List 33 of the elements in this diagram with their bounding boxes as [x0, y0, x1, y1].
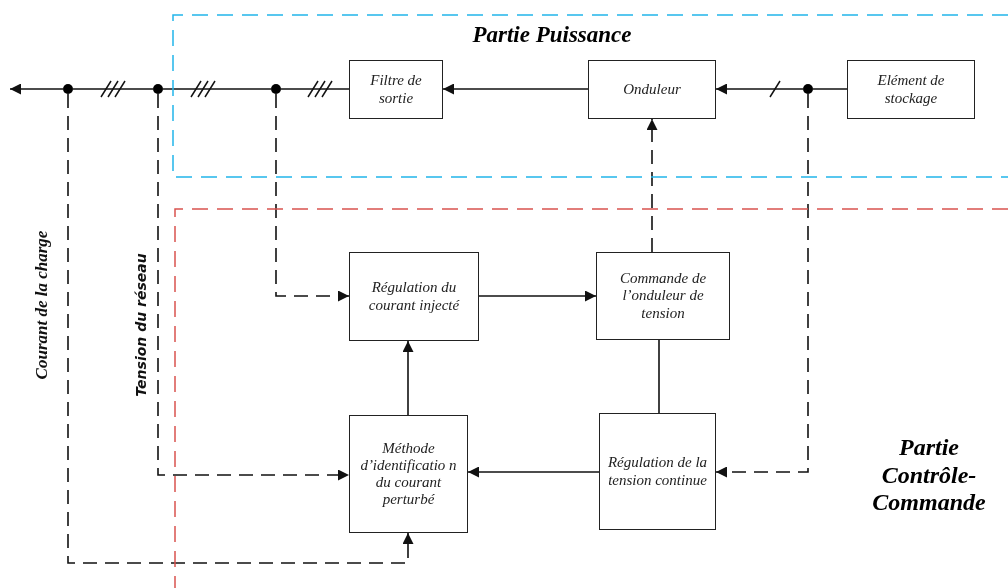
arrow: [715, 83, 804, 95]
process-box: Onduleur: [588, 60, 716, 119]
connector-line: [658, 339, 660, 414]
dashed-arrow: [67, 93, 414, 564]
dashed-arrow: [715, 93, 809, 478]
process-box: Filtre de sortie: [349, 60, 443, 119]
connector-line: [280, 88, 350, 90]
junction-dot: [63, 84, 73, 94]
dashed-arrow: [275, 93, 350, 302]
section-title: Partie Contrôle-Commande: [871, 434, 987, 517]
dashed-arrow: [646, 118, 658, 253]
power-section-region: [172, 14, 1008, 178]
signal-label: Courant de la charge: [31, 230, 52, 380]
process-box: Commande de l’onduleur de tension: [596, 252, 730, 340]
connector-line: [72, 88, 154, 90]
dashed-arrow: [157, 93, 350, 481]
arrow: [467, 466, 600, 478]
arrow: [9, 83, 64, 95]
arrow: [442, 83, 589, 95]
section-title: Partie Puissance: [471, 22, 633, 48]
arrow: [478, 290, 597, 302]
junction-dot: [271, 84, 281, 94]
signal-label: Tension du réseau: [132, 253, 149, 397]
connector-line: [162, 88, 272, 90]
process-box: Elément de stockage: [847, 60, 975, 119]
process-box: Régulation de la tension continue: [599, 413, 716, 530]
arrow: [402, 340, 414, 416]
junction-dot: [803, 84, 813, 94]
connector-line: [812, 88, 848, 90]
process-box: Régulation du courant injecté: [349, 252, 479, 341]
junction-dot: [153, 84, 163, 94]
control-section-region: [174, 208, 1008, 588]
process-box: Méthode d’identificatio n du courant perturbé: [349, 415, 468, 533]
